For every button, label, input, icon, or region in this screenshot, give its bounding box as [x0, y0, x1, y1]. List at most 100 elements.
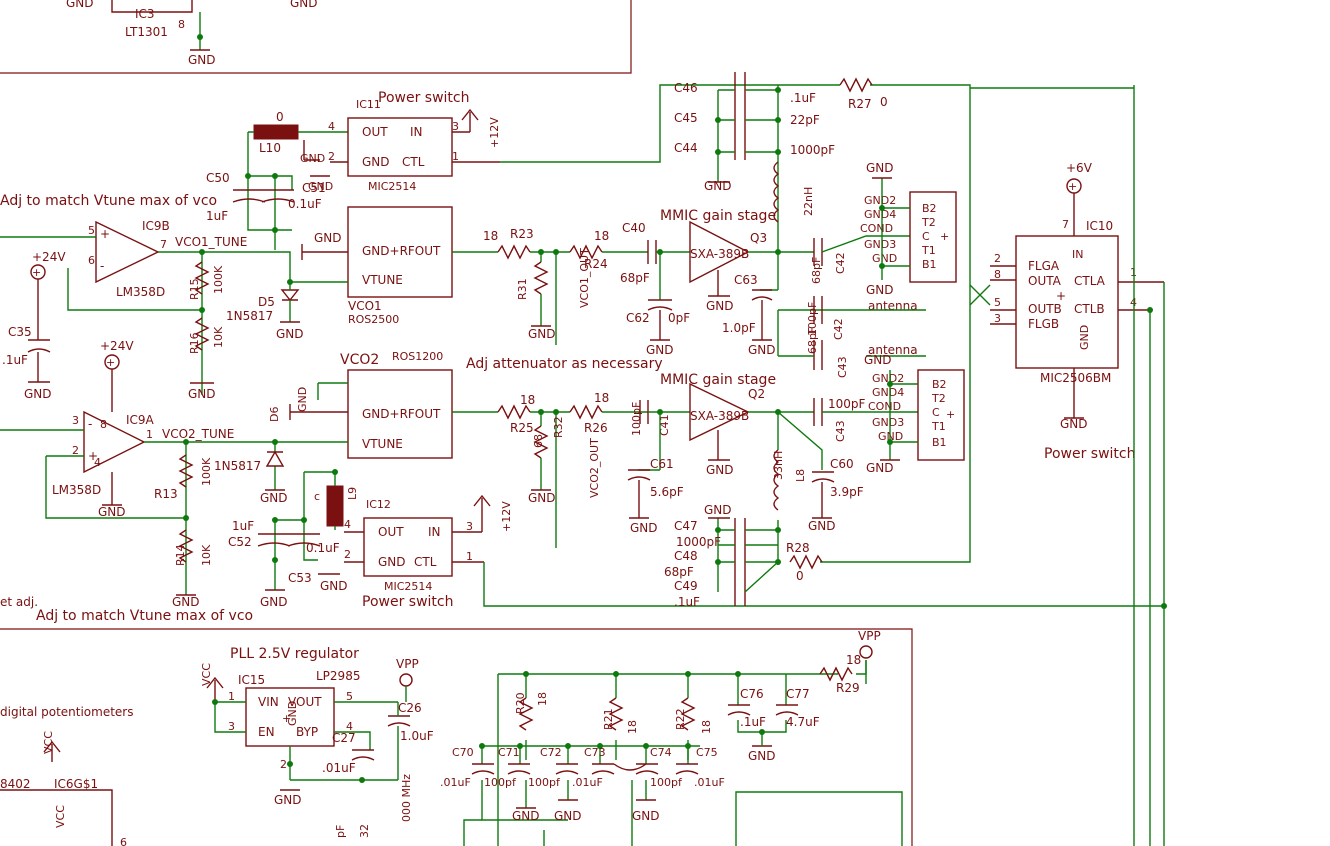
output-transformer-2: 100pF C43 B2 T2 C T1 B1 + GND2 GND4 COND… — [813, 369, 965, 475]
pll-regulator: PLL 2.5V regulator LP2985 IC15 VCC VIN V… — [200, 646, 434, 807]
svg-text:0pF: 0pF — [668, 311, 690, 325]
svg-text:3: 3 — [466, 520, 473, 533]
svg-text:+: + — [282, 712, 291, 725]
svg-text:7: 7 — [160, 238, 167, 251]
refdes-c35: C35 — [8, 325, 32, 339]
l10-inductor — [253, 124, 299, 140]
svg-text:GND: GND — [748, 343, 776, 357]
svg-text:GND: GND — [866, 461, 894, 475]
svg-text:3: 3 — [228, 720, 235, 733]
svg-text:R15: R15 — [188, 278, 201, 300]
svg-text:100K: 100K — [212, 265, 225, 294]
l9-inductor — [326, 485, 344, 527]
svg-text:GND2: GND2 — [872, 372, 904, 385]
svg-text:GND3: GND3 — [864, 238, 896, 251]
label-offset-adj: et adj. — [0, 595, 38, 609]
svg-text:18: 18 — [594, 229, 609, 243]
svg-text:3: 3 — [452, 120, 459, 133]
svg-text:+: + — [1056, 289, 1066, 303]
l10-c50-c51: 0 L10 C50 1uF C51 0.1uF GND GND — [206, 110, 348, 250]
label-mmic-1: MMIC gain stage — [660, 208, 776, 224]
svg-text:BYP: BYP — [296, 725, 318, 739]
svg-text:GND: GND — [320, 579, 348, 593]
svg-text:GND3: GND3 — [872, 416, 904, 429]
svg-text:OUT: OUT — [362, 125, 388, 139]
svg-text:C60: C60 — [830, 457, 854, 471]
svg-text:8: 8 — [178, 18, 185, 31]
part-mic2506: MIC2506BM — [1040, 371, 1111, 385]
attenuator-2: 18 R25 68 R32 GND VCO2_OUT 18 R26 — [497, 391, 648, 548]
svg-text:3: 3 — [994, 312, 1001, 325]
svg-text:C43: C43 — [834, 420, 847, 442]
svg-text:CTL: CTL — [414, 555, 437, 569]
svg-text:1000pF: 1000pF — [790, 143, 835, 157]
svg-text:32: 32 — [358, 824, 371, 838]
svg-text:R29: R29 — [836, 681, 860, 695]
svg-text:2: 2 — [994, 252, 1001, 265]
svg-text:Q2: Q2 — [748, 387, 765, 401]
svg-text:0: 0 — [880, 95, 888, 109]
svg-text:IN: IN — [410, 125, 423, 139]
svg-text:R25: R25 — [510, 421, 534, 435]
svg-text:VOUT: VOUT — [288, 695, 322, 709]
svg-text:COND: COND — [860, 222, 893, 235]
svg-text:22pF: 22pF — [790, 113, 820, 127]
mmic-stage-1: C40 68pF C62 0pF GND MMIC gain stage SXA… — [620, 208, 814, 357]
label-digital-pots: digital potentiometers — [0, 705, 134, 719]
svg-text:18: 18 — [700, 720, 713, 734]
svg-text:C73: C73 — [584, 746, 606, 759]
svg-text:4.7uF: 4.7uF — [786, 715, 820, 729]
svg-text:GND: GND — [748, 749, 776, 763]
svg-text:GND: GND — [706, 463, 734, 477]
svg-text:68pF: 68pF — [664, 565, 694, 579]
lt1301-block: IC3 LT1301 8 GND GND GND — [66, 0, 318, 67]
svg-text:0: 0 — [796, 569, 804, 583]
svg-text:.01uF: .01uF — [572, 776, 603, 789]
svg-text:VTUNE: VTUNE — [362, 273, 403, 287]
svg-text:+: + — [100, 227, 110, 241]
svg-text:1.0pF: 1.0pF — [722, 321, 756, 335]
svg-text:6: 6 — [120, 836, 127, 846]
svg-text:GND4: GND4 — [864, 208, 896, 221]
svg-text:GND: GND — [260, 491, 288, 505]
svg-text:GND: GND — [290, 0, 318, 10]
bias-network-top: R27 0 C46 C45 C44 .1uF 22pF 1000pF GND 2… — [674, 72, 971, 563]
svg-text:GND: GND — [528, 491, 556, 505]
part-lp2985: LP2985 — [316, 669, 360, 683]
svg-text:GND4: GND4 — [872, 386, 904, 399]
svg-text:GND: GND — [260, 595, 288, 609]
output-transformer-1: 68pF C42 B2 T2 C T1 B1 + GND2 GND4 COND … — [777, 161, 957, 378]
svg-text:+: + — [88, 449, 98, 463]
svg-text:18: 18 — [594, 391, 609, 405]
refdes-ic11: IC11 — [356, 98, 381, 111]
svg-text:2: 2 — [280, 758, 287, 771]
svg-text:C71: C71 — [498, 746, 520, 759]
svg-text:R14: R14 — [174, 544, 187, 566]
label-pll-reg: PLL 2.5V regulator — [230, 646, 359, 662]
svg-text:100pf: 100pf — [484, 776, 517, 789]
svg-text:18: 18 — [536, 692, 549, 706]
svg-text:T2: T2 — [931, 392, 946, 405]
refdes-ic12: IC12 — [366, 498, 391, 511]
svg-text:CTL: CTL — [402, 155, 425, 169]
svg-text:100pF: 100pF — [828, 397, 866, 411]
svg-text:C41: C41 — [658, 414, 671, 436]
net-vco2-out: VCO2_OUT — [588, 438, 601, 498]
svg-text:3.9pF: 3.9pF — [830, 485, 864, 499]
part-ros2500: ROS2500 — [348, 313, 399, 326]
refdes-c50: C50 — [206, 171, 230, 185]
svg-text:GND: GND — [1078, 325, 1091, 350]
svg-text:1N5817: 1N5817 — [226, 309, 273, 323]
part-lm358d-1: LM358D — [116, 285, 165, 299]
svg-text:.1uF: .1uF — [2, 353, 28, 367]
svg-text:68pF: 68pF — [620, 271, 650, 285]
svg-text:+: + — [946, 408, 955, 421]
part-ros1200: ROS1200 — [392, 350, 443, 363]
svg-text:68pF: 68pF — [806, 327, 819, 354]
svg-text:4: 4 — [328, 120, 335, 133]
svg-text:5.6pF: 5.6pF — [650, 485, 684, 499]
part-lt1301: LT1301 — [125, 25, 168, 39]
svg-text:pF: pF — [334, 825, 347, 838]
label-mmic-2: MMIC gain stage — [660, 372, 776, 388]
